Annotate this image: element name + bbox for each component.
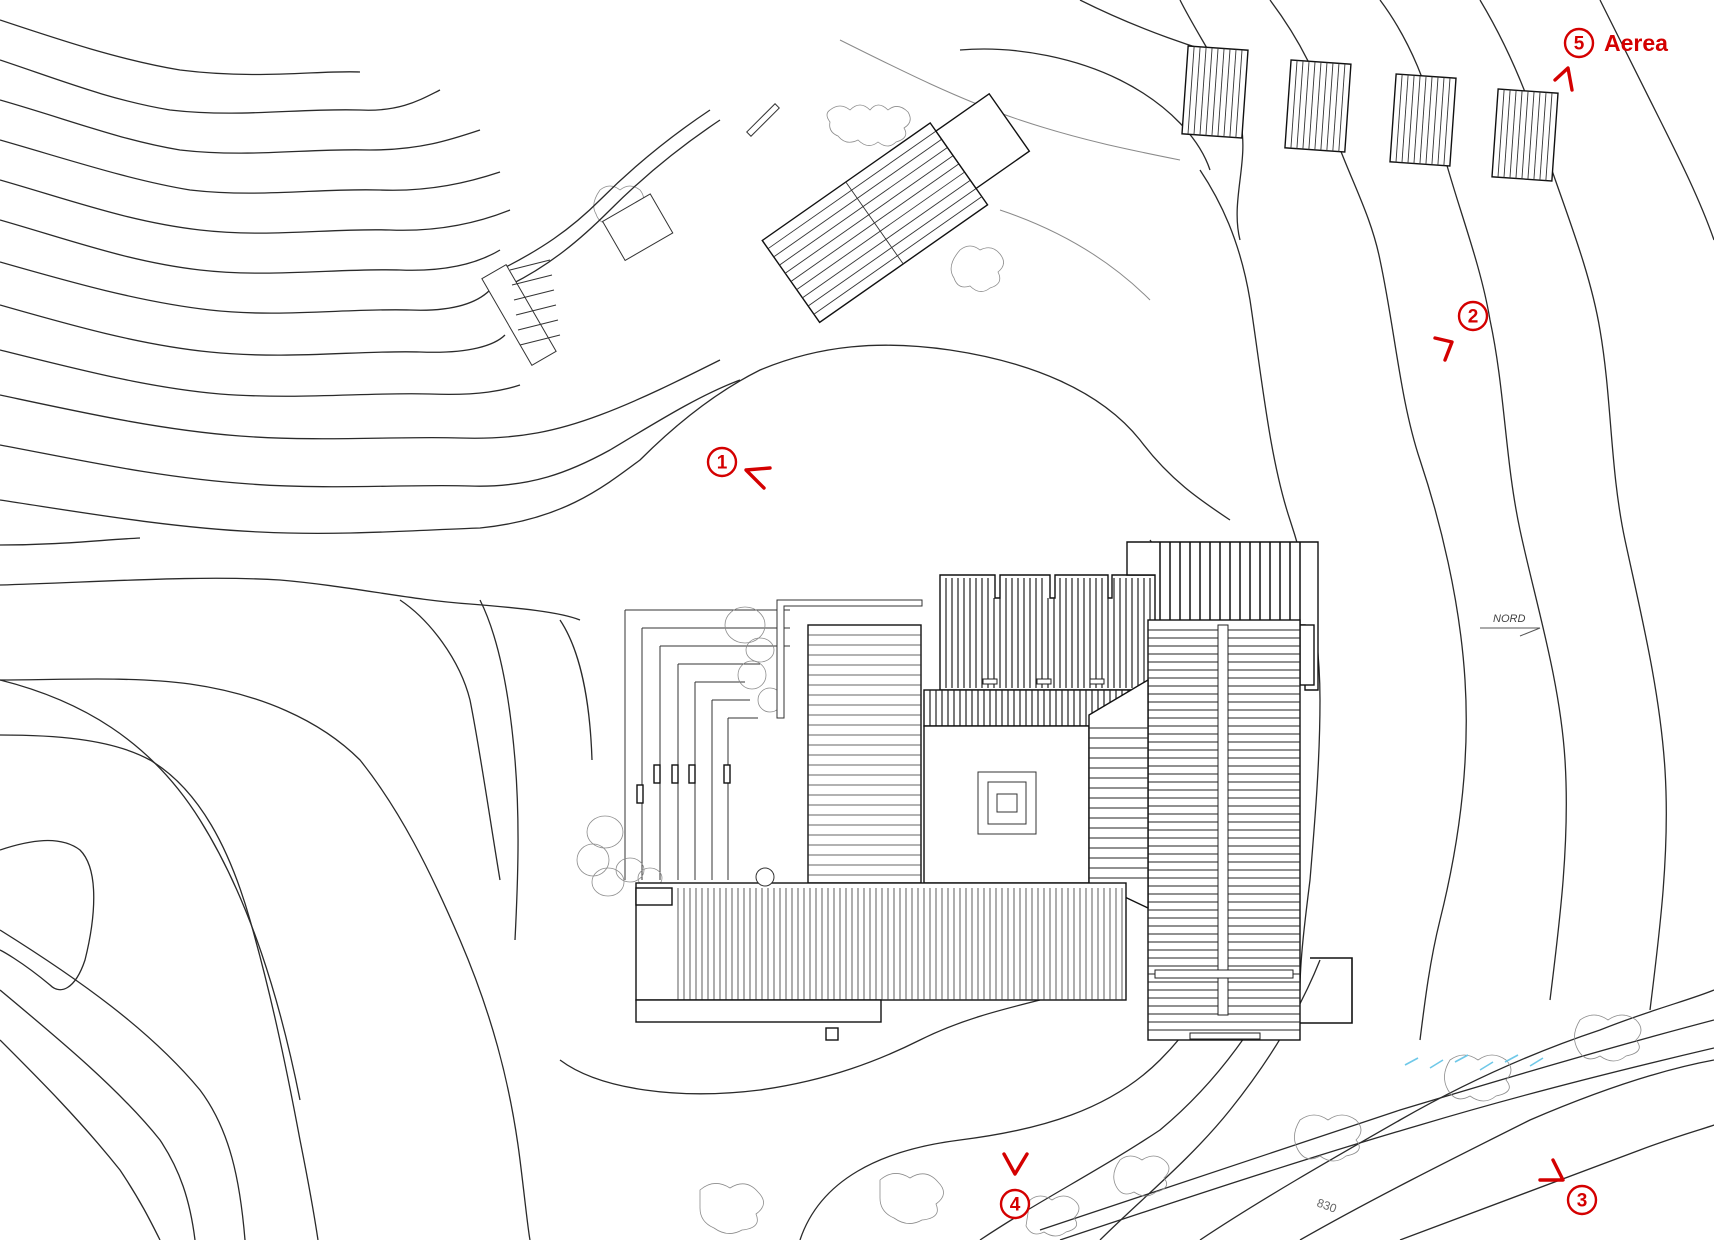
viewpoint-1[interactable]: 1 <box>706 446 772 490</box>
viewpoint-4[interactable]: 4 <box>999 1152 1031 1220</box>
upper-path-structures <box>481 103 780 366</box>
north-arrow: NORD <box>1480 613 1541 637</box>
road <box>1039 1019 1714 1240</box>
viewpoint-5-label: 5 <box>1574 34 1585 55</box>
viewpoint-5[interactable]: 5 Aerea <box>1553 27 1668 92</box>
viewpoint-2[interactable]: 2 <box>1433 300 1489 362</box>
viewpoint-1-label: 1 <box>717 453 728 474</box>
elevation-label: 830 <box>1315 1196 1339 1216</box>
vegetation <box>593 104 1642 1237</box>
barn-north <box>761 92 1031 324</box>
viewpoint-3-label: 3 <box>1577 1191 1588 1212</box>
main-complex <box>576 541 1353 1041</box>
stream <box>1404 1054 1544 1071</box>
huts <box>1181 45 1559 182</box>
viewpoint-3[interactable]: 3 <box>1538 1158 1598 1216</box>
viewpoint-2-label: 2 <box>1468 307 1479 328</box>
viewpoint-4-label: 4 <box>1010 1195 1021 1216</box>
aerial-view-label: Aerea <box>1604 30 1668 56</box>
north-label: NORD <box>1493 613 1525 625</box>
